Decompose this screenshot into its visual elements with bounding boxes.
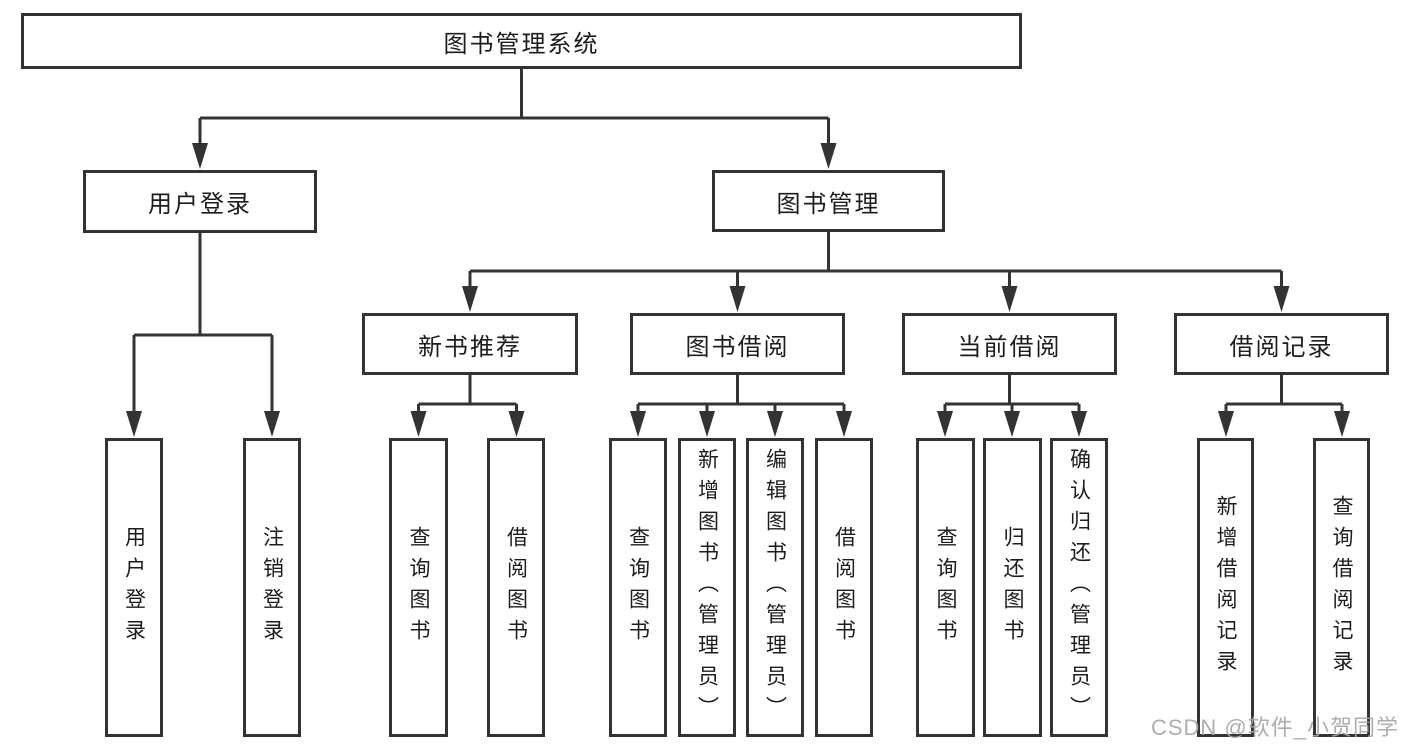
arrowheads-level2 xyxy=(192,143,837,169)
arrow-down-icon xyxy=(767,411,783,437)
node-label: 图书管理 xyxy=(776,190,881,218)
arrowheads-current-children xyxy=(937,411,1087,437)
node-label: 用户登录 xyxy=(148,191,252,218)
node-borrow-records: 借阅记录 xyxy=(1174,313,1389,375)
arrow-down-icon xyxy=(264,411,280,437)
node-label: 用户登录 xyxy=(122,525,146,650)
arrow-down-icon xyxy=(462,286,478,312)
arrow-down-icon xyxy=(126,411,142,437)
node-query-borrow-record: 查询借阅记录 xyxy=(1313,438,1370,737)
arrowheads-bookmgmt-children xyxy=(462,286,1290,312)
arrow-down-icon xyxy=(836,411,852,437)
node-label: 借阅图书 xyxy=(504,525,528,650)
node-borrow-books-recommend: 借阅图书 xyxy=(487,438,545,737)
connector-newbook-children xyxy=(417,375,518,432)
arrow-down-icon xyxy=(410,411,427,437)
arrowheads-borrow-children xyxy=(630,411,852,437)
node-confirm-return-admin: 确认归还（管理员） xyxy=(1050,438,1108,737)
node-label: 借阅图书 xyxy=(832,525,856,650)
node-user-login-group: 用户登录 xyxy=(83,170,317,233)
node-library-system: 图书管理系统 xyxy=(21,13,1022,69)
node-label: 确认归还（管理员） xyxy=(1067,448,1091,727)
arrow-down-icon xyxy=(1334,411,1350,437)
connector-userlogin-children xyxy=(132,233,274,432)
arrow-down-icon xyxy=(1071,411,1087,437)
node-add-borrow-record: 新增借阅记录 xyxy=(1197,438,1254,737)
arrow-down-icon xyxy=(937,411,953,437)
node-edit-books-admin: 编辑图书（管理员） xyxy=(746,438,804,737)
node-label: 查询图书 xyxy=(934,525,957,650)
node-label: 编辑图书（管理员） xyxy=(763,448,787,727)
node-label: 新增借阅记录 xyxy=(1214,494,1237,681)
arrow-down-icon xyxy=(1218,411,1234,437)
arrow-down-icon xyxy=(192,143,208,169)
node-new-book-recommend: 新书推荐 xyxy=(362,313,578,375)
node-logout: 注销登录 xyxy=(243,438,301,737)
connector-bookmgmt-children xyxy=(468,232,1283,307)
node-label: 当前借阅 xyxy=(957,333,1062,361)
node-label: 查询图书 xyxy=(626,525,650,650)
node-label: 新增图书（管理员） xyxy=(695,448,719,727)
node-add-books-admin: 新增图书（管理员） xyxy=(678,438,736,737)
node-label: 归还图书 xyxy=(1001,525,1024,650)
arrow-down-icon xyxy=(729,286,746,312)
node-query-books-borrow: 查询图书 xyxy=(609,438,667,737)
node-label: 图书借阅 xyxy=(685,333,790,361)
connector-records-children xyxy=(1224,375,1344,432)
arrowheads-records-children xyxy=(1218,411,1350,437)
node-label: 查询图书 xyxy=(407,525,430,650)
arrow-down-icon xyxy=(1004,411,1020,437)
node-query-books-current: 查询图书 xyxy=(916,438,975,737)
arrow-down-icon xyxy=(1273,286,1290,312)
arrow-down-icon xyxy=(630,411,646,437)
arrow-down-icon xyxy=(508,411,525,437)
node-return-books: 归还图书 xyxy=(983,438,1042,737)
node-query-books-recommend: 查询图书 xyxy=(389,438,448,737)
arrow-down-icon xyxy=(699,411,715,437)
watermark: CSDN @软件_小贺同学 xyxy=(1150,715,1399,740)
node-label: 图书管理系统 xyxy=(443,30,600,58)
node-label: 注销登录 xyxy=(260,525,284,650)
node-current-borrow: 当前借阅 xyxy=(902,313,1117,375)
arrowheads-newbook-children xyxy=(410,411,525,437)
connector-root-to-level2 xyxy=(198,69,830,164)
arrow-down-icon xyxy=(1001,286,1018,312)
node-label: 查询借阅记录 xyxy=(1330,494,1353,681)
arrowheads-userlogin-children xyxy=(126,411,280,437)
node-borrow-books: 借阅图书 xyxy=(815,438,873,737)
node-book-management: 图书管理 xyxy=(712,170,945,232)
node-user-login: 用户登录 xyxy=(105,438,163,737)
node-label: 借阅记录 xyxy=(1229,333,1334,361)
arrow-down-icon xyxy=(820,143,837,169)
node-label: 新书推荐 xyxy=(418,333,522,361)
node-book-borrow: 图书借阅 xyxy=(630,313,845,375)
connector-borrow-children xyxy=(636,375,846,432)
